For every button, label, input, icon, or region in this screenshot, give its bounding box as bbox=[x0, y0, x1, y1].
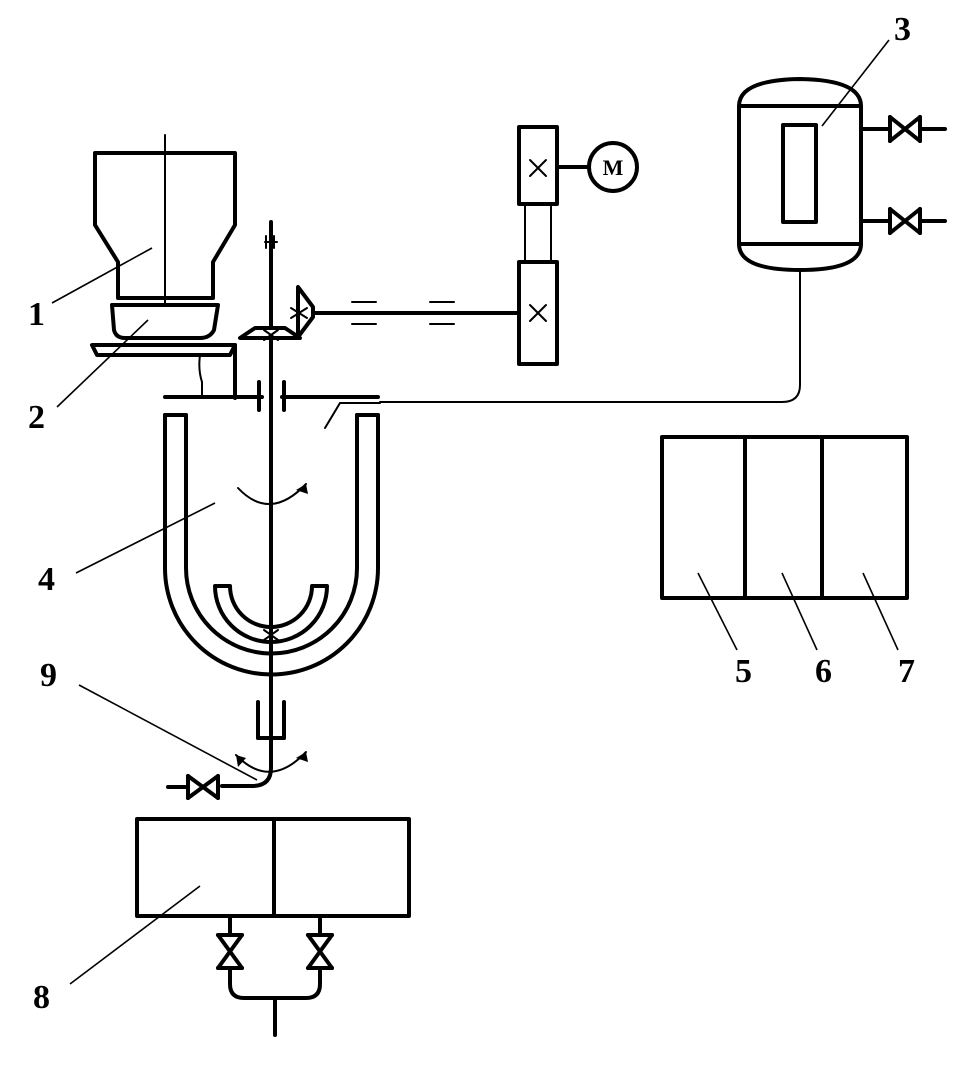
agitator-shaft bbox=[264, 220, 278, 737]
label-1: 1 bbox=[28, 296, 45, 333]
hopper bbox=[93, 134, 237, 306]
drive-shaft bbox=[311, 301, 522, 325]
motor-label: M bbox=[603, 155, 624, 180]
discharge-valve bbox=[166, 774, 220, 800]
label-2: 2 bbox=[28, 399, 45, 436]
label-5: 5 bbox=[735, 653, 752, 690]
label-9: 9 bbox=[40, 657, 57, 694]
motor: M bbox=[587, 141, 639, 193]
label-4: 4 bbox=[38, 561, 55, 598]
vessel-3 bbox=[379, 77, 947, 403]
units-5-6-7 bbox=[660, 435, 909, 600]
bevel-gear bbox=[238, 285, 315, 341]
reactor-vessel bbox=[163, 380, 381, 677]
bottom-discharge bbox=[220, 700, 308, 788]
agitator bbox=[213, 584, 329, 644]
label-6: 6 bbox=[815, 653, 832, 690]
label-7: 7 bbox=[898, 653, 915, 690]
collection-tank bbox=[135, 817, 411, 1037]
leader-lines bbox=[51, 39, 899, 985]
rotation-arrow bbox=[237, 483, 308, 505]
label-8: 8 bbox=[33, 979, 50, 1016]
label-3: 3 bbox=[894, 11, 911, 48]
belt-drive bbox=[517, 125, 592, 366]
feeder bbox=[90, 303, 237, 400]
